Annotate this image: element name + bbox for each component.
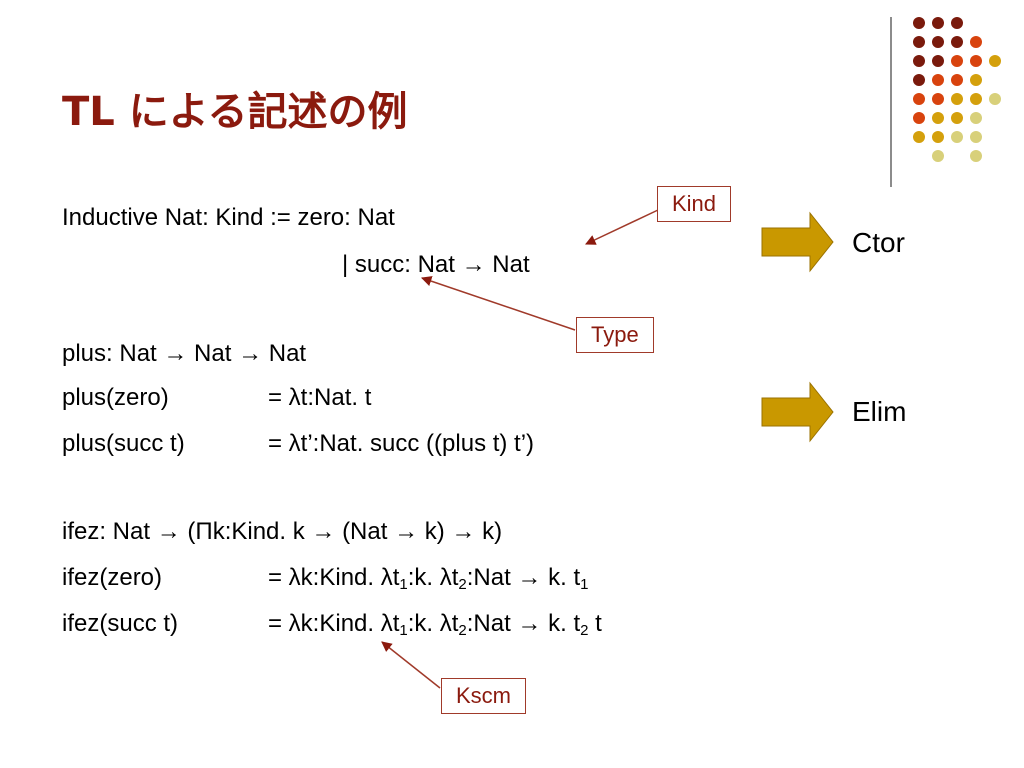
code-line-plus-zero-lhs: plus(zero) [62, 384, 169, 411]
text-segment: :k. λt [407, 610, 459, 637]
subscript: 1 [399, 622, 408, 639]
callout-type: Type [576, 317, 654, 353]
subscript: 1 [399, 576, 408, 593]
elim-arrow-icon [761, 381, 834, 443]
label-ctor: Ctor [852, 227, 905, 258]
slide-title: TL による記述の例 [62, 89, 408, 135]
text-segment: t [588, 610, 602, 637]
dot-row-8 [932, 150, 982, 162]
dot-row-5 [913, 93, 1001, 105]
subscript: 1 [580, 576, 589, 593]
type-pointer-line [421, 276, 576, 331]
text-segment: = λk:Kind. λt [268, 564, 400, 591]
kscm-pointer-line [381, 641, 441, 689]
subscript: 2 [458, 622, 467, 639]
dot-row-1 [913, 17, 963, 29]
callout-kind: Kind [657, 186, 732, 222]
code-line-ifez-succ-rhs: = λk:Kind. λt1:k. λt2:Nat → k. t2 t [268, 610, 602, 639]
text-segment: = λk:Kind. λt [268, 610, 400, 637]
dot-row-2 [913, 36, 982, 48]
text-segment: :Nat → k. t [466, 564, 581, 591]
code-line-ifez-zero-lhs: ifez(zero) [62, 564, 163, 591]
code-line-plus-zero-rhs: = λt:Nat. t [268, 384, 372, 411]
ctor-arrow-icon [761, 211, 834, 273]
label-elim: Elim [852, 396, 907, 427]
decorative-divider [890, 17, 892, 187]
code-line-inductive: Inductive Nat: Kind := zero: Nat [62, 204, 395, 231]
kind-pointer-line [585, 209, 659, 245]
code-line-ifez-succ-lhs: ifez(succ t) [62, 610, 179, 637]
dot-row-7 [913, 131, 982, 143]
text-segment: :k. λt [407, 564, 459, 591]
code-line-plus-succ-rhs: = λt’:Nat. succ ((plus t) t’) [268, 430, 535, 457]
code-line-ifez-zero-rhs: = λk:Kind. λt1:k. λt2:Nat → k. t1 [268, 564, 589, 593]
code-line-plus-type: plus: Nat → Nat → Nat [62, 340, 307, 367]
dot-row-3 [913, 55, 1001, 67]
dot-row-6 [913, 112, 982, 124]
callout-kscm: Kscm [441, 678, 526, 714]
code-line-ifez-type: ifez: Nat → (Πk:Kind. k → (Nat → k) → k) [62, 518, 503, 545]
code-line-succ: | succ: Nat → Nat [342, 251, 530, 278]
subscript: 2 [458, 576, 467, 593]
dot-row-4 [913, 74, 982, 86]
text-segment: :Nat → k. t [466, 610, 581, 637]
subscript: 2 [580, 622, 589, 639]
code-line-plus-succ-lhs: plus(succ t) [62, 430, 185, 457]
